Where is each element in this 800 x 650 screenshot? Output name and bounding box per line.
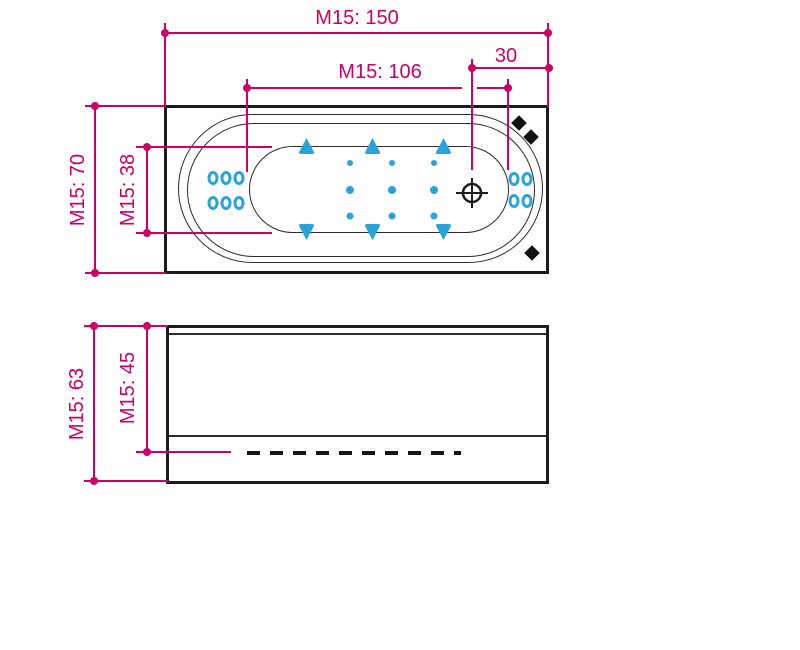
rim-edge-line (169, 333, 546, 335)
extension-line (84, 480, 168, 482)
air-jet-dot (430, 186, 438, 194)
waterline-dashed (247, 451, 461, 455)
rim-inner-outline (187, 123, 535, 257)
dim-label-waterline-height: M15: 45 (117, 351, 139, 425)
extension-line (164, 23, 166, 107)
water-jet-oval (207, 171, 219, 185)
dimension-dot (143, 322, 151, 330)
air-jet-dot (388, 212, 396, 220)
dim-label-overall-length: M15: 150 (315, 7, 399, 29)
extension-line (84, 325, 168, 327)
water-jet-oval (233, 171, 245, 185)
dim-label-overall-height: M15: 63 (66, 367, 88, 441)
drain-icon (456, 178, 488, 208)
dim-label-overall-width: M15: 70 (67, 153, 89, 227)
water-jet-oval (508, 172, 520, 186)
air-jet-dot (346, 212, 354, 220)
basin-outline (249, 146, 509, 233)
water-jet-oval (521, 172, 533, 186)
dimension-line (94, 106, 96, 274)
dimension-line (146, 147, 148, 234)
dim-label-drain-offset: 30 (494, 45, 518, 67)
water-jet-oval (521, 194, 533, 208)
air-jet-dot (346, 186, 354, 194)
tub-outer-rect (164, 105, 549, 274)
extension-line (136, 451, 231, 453)
water-jet-oval (220, 171, 232, 185)
dim-label-basin-width: M15: 38 (117, 153, 139, 227)
rim-outer-outline (178, 114, 543, 263)
extension-line (507, 79, 509, 170)
water-jet-oval (220, 196, 232, 210)
air-jet-dot (389, 160, 395, 166)
dimension-line (472, 67, 549, 69)
dimension-dot (545, 64, 553, 72)
water-jet-oval (233, 196, 245, 210)
extension-line (246, 79, 248, 172)
extension-line (136, 232, 272, 234)
air-jet-dot (431, 160, 437, 166)
extension-line (85, 272, 166, 274)
air-jet-dot (388, 186, 396, 194)
dimension-line (146, 326, 148, 453)
dim-label-basin-length: M15: 106 (338, 61, 422, 83)
skirt-edge-line (169, 435, 546, 437)
extension-line (136, 146, 272, 148)
air-jet-dot (430, 212, 438, 220)
dimension-line (165, 32, 549, 34)
side-outer-rect (166, 325, 549, 484)
extension-line (85, 105, 166, 107)
water-jet-oval (207, 196, 219, 210)
extension-line (471, 59, 473, 170)
water-jet-oval (508, 194, 520, 208)
dimension-line (93, 326, 95, 482)
air-jet-dot (347, 160, 353, 166)
dimension-line (477, 87, 509, 89)
dimension-line (247, 87, 462, 89)
